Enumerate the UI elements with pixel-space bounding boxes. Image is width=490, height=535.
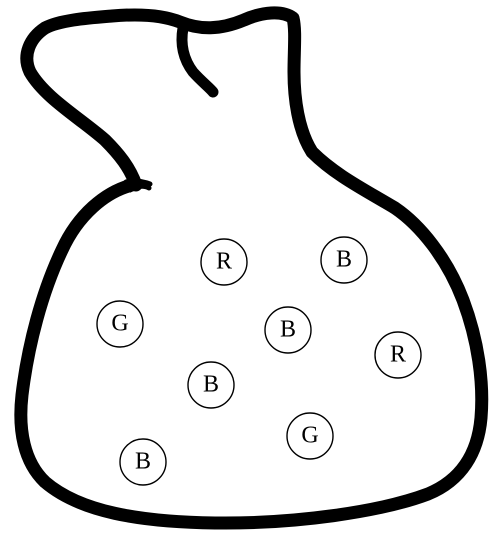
ball-b: B (321, 237, 367, 283)
ball-b: B (188, 362, 234, 408)
ball-b: B (120, 439, 166, 485)
ball-b: B (265, 307, 311, 353)
ball-r: R (375, 332, 421, 378)
ball-label: B (203, 372, 219, 398)
ball-g: G (97, 301, 143, 347)
bag-neck-fold (182, 28, 213, 92)
bag-body-outline (21, 13, 482, 523)
ball-label: B (336, 247, 352, 273)
ball-label: G (301, 423, 318, 449)
ball-label: B (135, 449, 151, 475)
ball-label: R (216, 249, 232, 275)
ball-g: G (287, 413, 333, 459)
balls-group: R B G B R B G B (97, 237, 421, 485)
ball-label: B (280, 317, 296, 343)
ball-label: G (111, 311, 128, 337)
ball-label: R (390, 342, 406, 368)
bag-outline (21, 13, 482, 523)
ball-r: R (201, 239, 247, 285)
